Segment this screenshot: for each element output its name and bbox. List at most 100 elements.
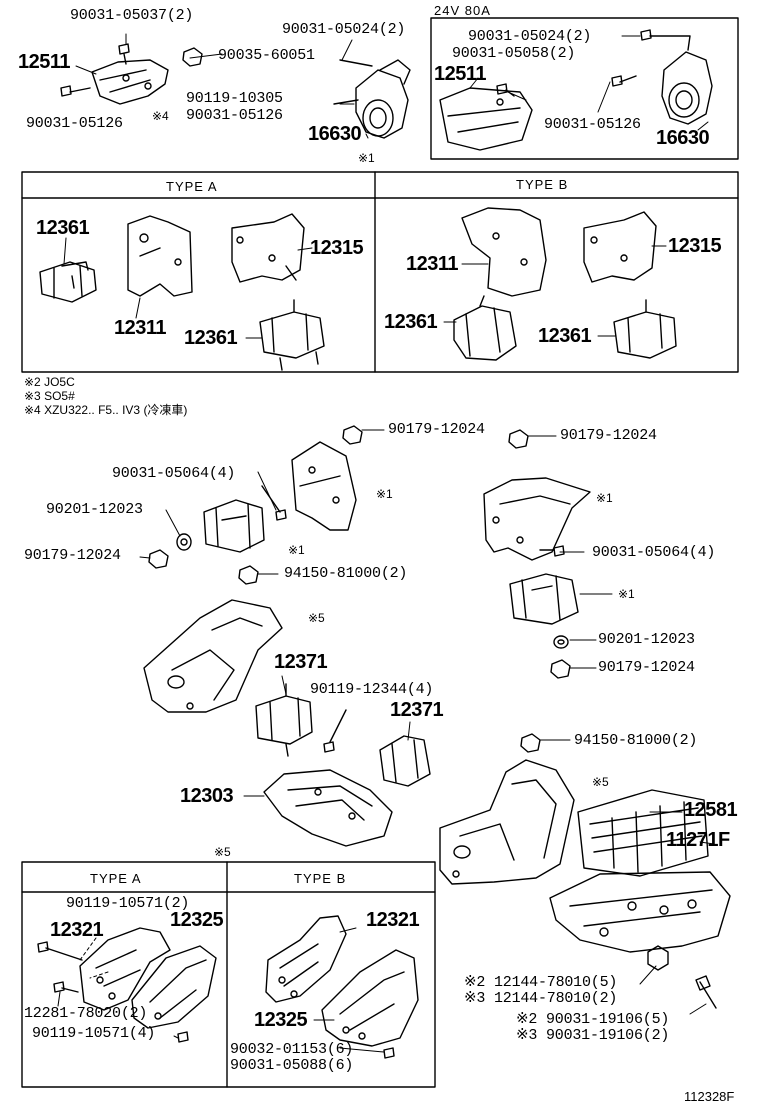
alternator-16630-right bbox=[661, 51, 713, 125]
label-mark-5-c: ※5 bbox=[214, 845, 231, 859]
nut-90179-12024-right bbox=[550, 659, 571, 679]
bracket-12511-right bbox=[439, 87, 533, 151]
label-90201-12023-left: 90201-12023 bbox=[46, 501, 143, 518]
crossmember-12303 bbox=[263, 769, 393, 847]
label-mark-1-c: ※1 bbox=[596, 491, 613, 505]
label-90179-12024-top-right: 90179-12024 bbox=[560, 427, 657, 444]
label-12361-type-a: 12361 bbox=[184, 327, 238, 349]
label-90119-12344: 90119-12344(4) bbox=[310, 681, 434, 698]
insulator-12361-type-a bbox=[259, 299, 325, 371]
bolt-90119-10571-top bbox=[37, 941, 83, 961]
bolt-90031-05064-right bbox=[539, 545, 565, 557]
label-type-b-lower: TYPE B bbox=[294, 871, 347, 886]
cushion-12581 bbox=[577, 789, 709, 877]
washer-90201-12023-left bbox=[176, 533, 192, 551]
label-type-b-upper: TYPE B bbox=[516, 177, 569, 192]
label-12361-type-b-left: 12361 bbox=[384, 311, 438, 333]
label-12144-78010-2: ※2 12144-78010(5) bbox=[464, 974, 618, 991]
label-90032-01153: 90032-01153(6) bbox=[230, 1041, 354, 1058]
nut-94150-81000-right bbox=[520, 733, 541, 753]
insulator-12371-right bbox=[379, 735, 431, 787]
washer-90201-12023-right bbox=[553, 635, 569, 649]
label-16630-left: 16630 bbox=[308, 123, 362, 145]
label-90035-60051: 90035-60051 bbox=[218, 47, 315, 64]
label-mark-5-a: ※5 bbox=[308, 611, 325, 625]
nut-94150-81000-left bbox=[238, 565, 259, 585]
label-12315-type-a: 12315 bbox=[310, 237, 364, 259]
nut-90179-12024-top-right bbox=[508, 429, 529, 449]
bracket-12321-type-b bbox=[265, 915, 347, 1003]
diagram-code: 112328F bbox=[684, 1089, 735, 1104]
label-90031-05058: 90031-05058(2) bbox=[452, 45, 576, 62]
label-90119-10571-top: 90119-10571(2) bbox=[66, 895, 190, 912]
insulator-12371-left bbox=[255, 683, 313, 757]
insulator-12361-type-b-left bbox=[453, 295, 517, 361]
label-12303: 12303 bbox=[180, 785, 234, 807]
label-12361-type-a-small: 12361 bbox=[36, 217, 90, 239]
bolt-90031-05024-right bbox=[640, 29, 691, 51]
nut-12144-78010 bbox=[647, 945, 669, 971]
label-mark-1-top: ※1 bbox=[358, 151, 375, 165]
bracket-left-mount bbox=[291, 441, 357, 531]
label-90119-10571-bottom: 90119-10571(4) bbox=[32, 1025, 156, 1042]
insulator-12361-type-a-small bbox=[39, 261, 97, 303]
bolt-12281-78020 bbox=[53, 981, 79, 993]
insulator-12361-type-b-right bbox=[613, 299, 677, 359]
label-12511-right: 12511 bbox=[434, 63, 487, 85]
label-12311-type-b: 12311 bbox=[406, 253, 459, 275]
label-mark-1-a: ※1 bbox=[376, 487, 393, 501]
label-90119-10305: 90119-10305 bbox=[186, 90, 283, 107]
label-16630-right: 16630 bbox=[656, 127, 710, 149]
note-3: ※3 SO5# bbox=[24, 389, 75, 403]
bracket-12321-type-a bbox=[79, 927, 171, 1011]
bracket-12311-type-b bbox=[461, 207, 547, 297]
bolt-90031-05126-left bbox=[60, 85, 91, 97]
label-90179-12024-top-left: 90179-12024 bbox=[388, 421, 485, 438]
insulator-right-mount bbox=[509, 573, 579, 625]
label-90031-05126-mid: 90031-05126 bbox=[186, 107, 283, 124]
bolt-90031-05037 bbox=[118, 43, 130, 65]
bracket-frame-right bbox=[439, 759, 575, 885]
label-90179-12024-right: 90179-12024 bbox=[598, 659, 695, 676]
label-12315-type-b: 12315 bbox=[668, 235, 722, 257]
bolt-90031-05126-right bbox=[611, 75, 637, 87]
label-12144-78010-3: ※3 12144-78010(2) bbox=[464, 990, 618, 1007]
bolt-90031-19106 bbox=[695, 975, 717, 1009]
nut-90179-12024-top-left bbox=[342, 425, 363, 445]
label-type-a-upper: TYPE A bbox=[166, 179, 218, 194]
label-mark-1-b: ※1 bbox=[288, 543, 305, 557]
label-mark-4: ※4 bbox=[152, 109, 169, 123]
note-4: ※4 XZU322.. F5.. IV3 (冷凍車) bbox=[24, 403, 188, 417]
bolt-90119-10571-bottom bbox=[177, 1031, 189, 1043]
insulator-left-mount bbox=[203, 499, 265, 553]
label-12371-right: 12371 bbox=[390, 699, 444, 721]
bracket-12325-type-a bbox=[131, 945, 217, 1029]
label-90031-19106-2: ※2 90031-19106(5) bbox=[516, 1011, 670, 1028]
label-12361-type-b-right: 12361 bbox=[538, 325, 592, 347]
bolt-90031-05064-left bbox=[261, 485, 287, 521]
label-12281-78020: 12281-78020(2) bbox=[24, 1005, 148, 1022]
nut-90035-60051 bbox=[182, 47, 203, 67]
label-12511-left: 12511 bbox=[18, 51, 71, 73]
bolt-90119-12344 bbox=[323, 709, 347, 753]
label-24v-80a: 24V 80A bbox=[434, 3, 491, 18]
label-12321-type-a: 12321 bbox=[50, 919, 104, 941]
label-90031-05088: 90031-05088(6) bbox=[230, 1057, 354, 1074]
bracket-12315-type-b bbox=[583, 211, 657, 283]
label-94150-81000-right: 94150-81000(2) bbox=[574, 732, 698, 749]
bracket-12311-type-a bbox=[127, 215, 193, 297]
nut-90179-12024-left bbox=[148, 549, 169, 569]
label-90031-05126-left: 90031-05126 bbox=[26, 115, 123, 132]
label-90031-05037: 90031-05037(2) bbox=[70, 7, 194, 24]
frame-24v-80a bbox=[430, 17, 739, 160]
bracket-12511-left bbox=[91, 59, 169, 105]
label-12311-type-a: 12311 bbox=[114, 317, 167, 339]
label-90031-19106-3: ※3 90031-19106(2) bbox=[516, 1027, 670, 1044]
label-94150-81000-left: 94150-81000(2) bbox=[284, 565, 408, 582]
label-12325-type-b: 12325 bbox=[254, 1009, 308, 1031]
label-11271f: 11271F bbox=[666, 829, 730, 851]
leader-lines bbox=[57, 33, 715, 1053]
label-12325-type-a: 12325 bbox=[170, 909, 224, 931]
label-90179-12024-left: 90179-12024 bbox=[24, 547, 121, 564]
